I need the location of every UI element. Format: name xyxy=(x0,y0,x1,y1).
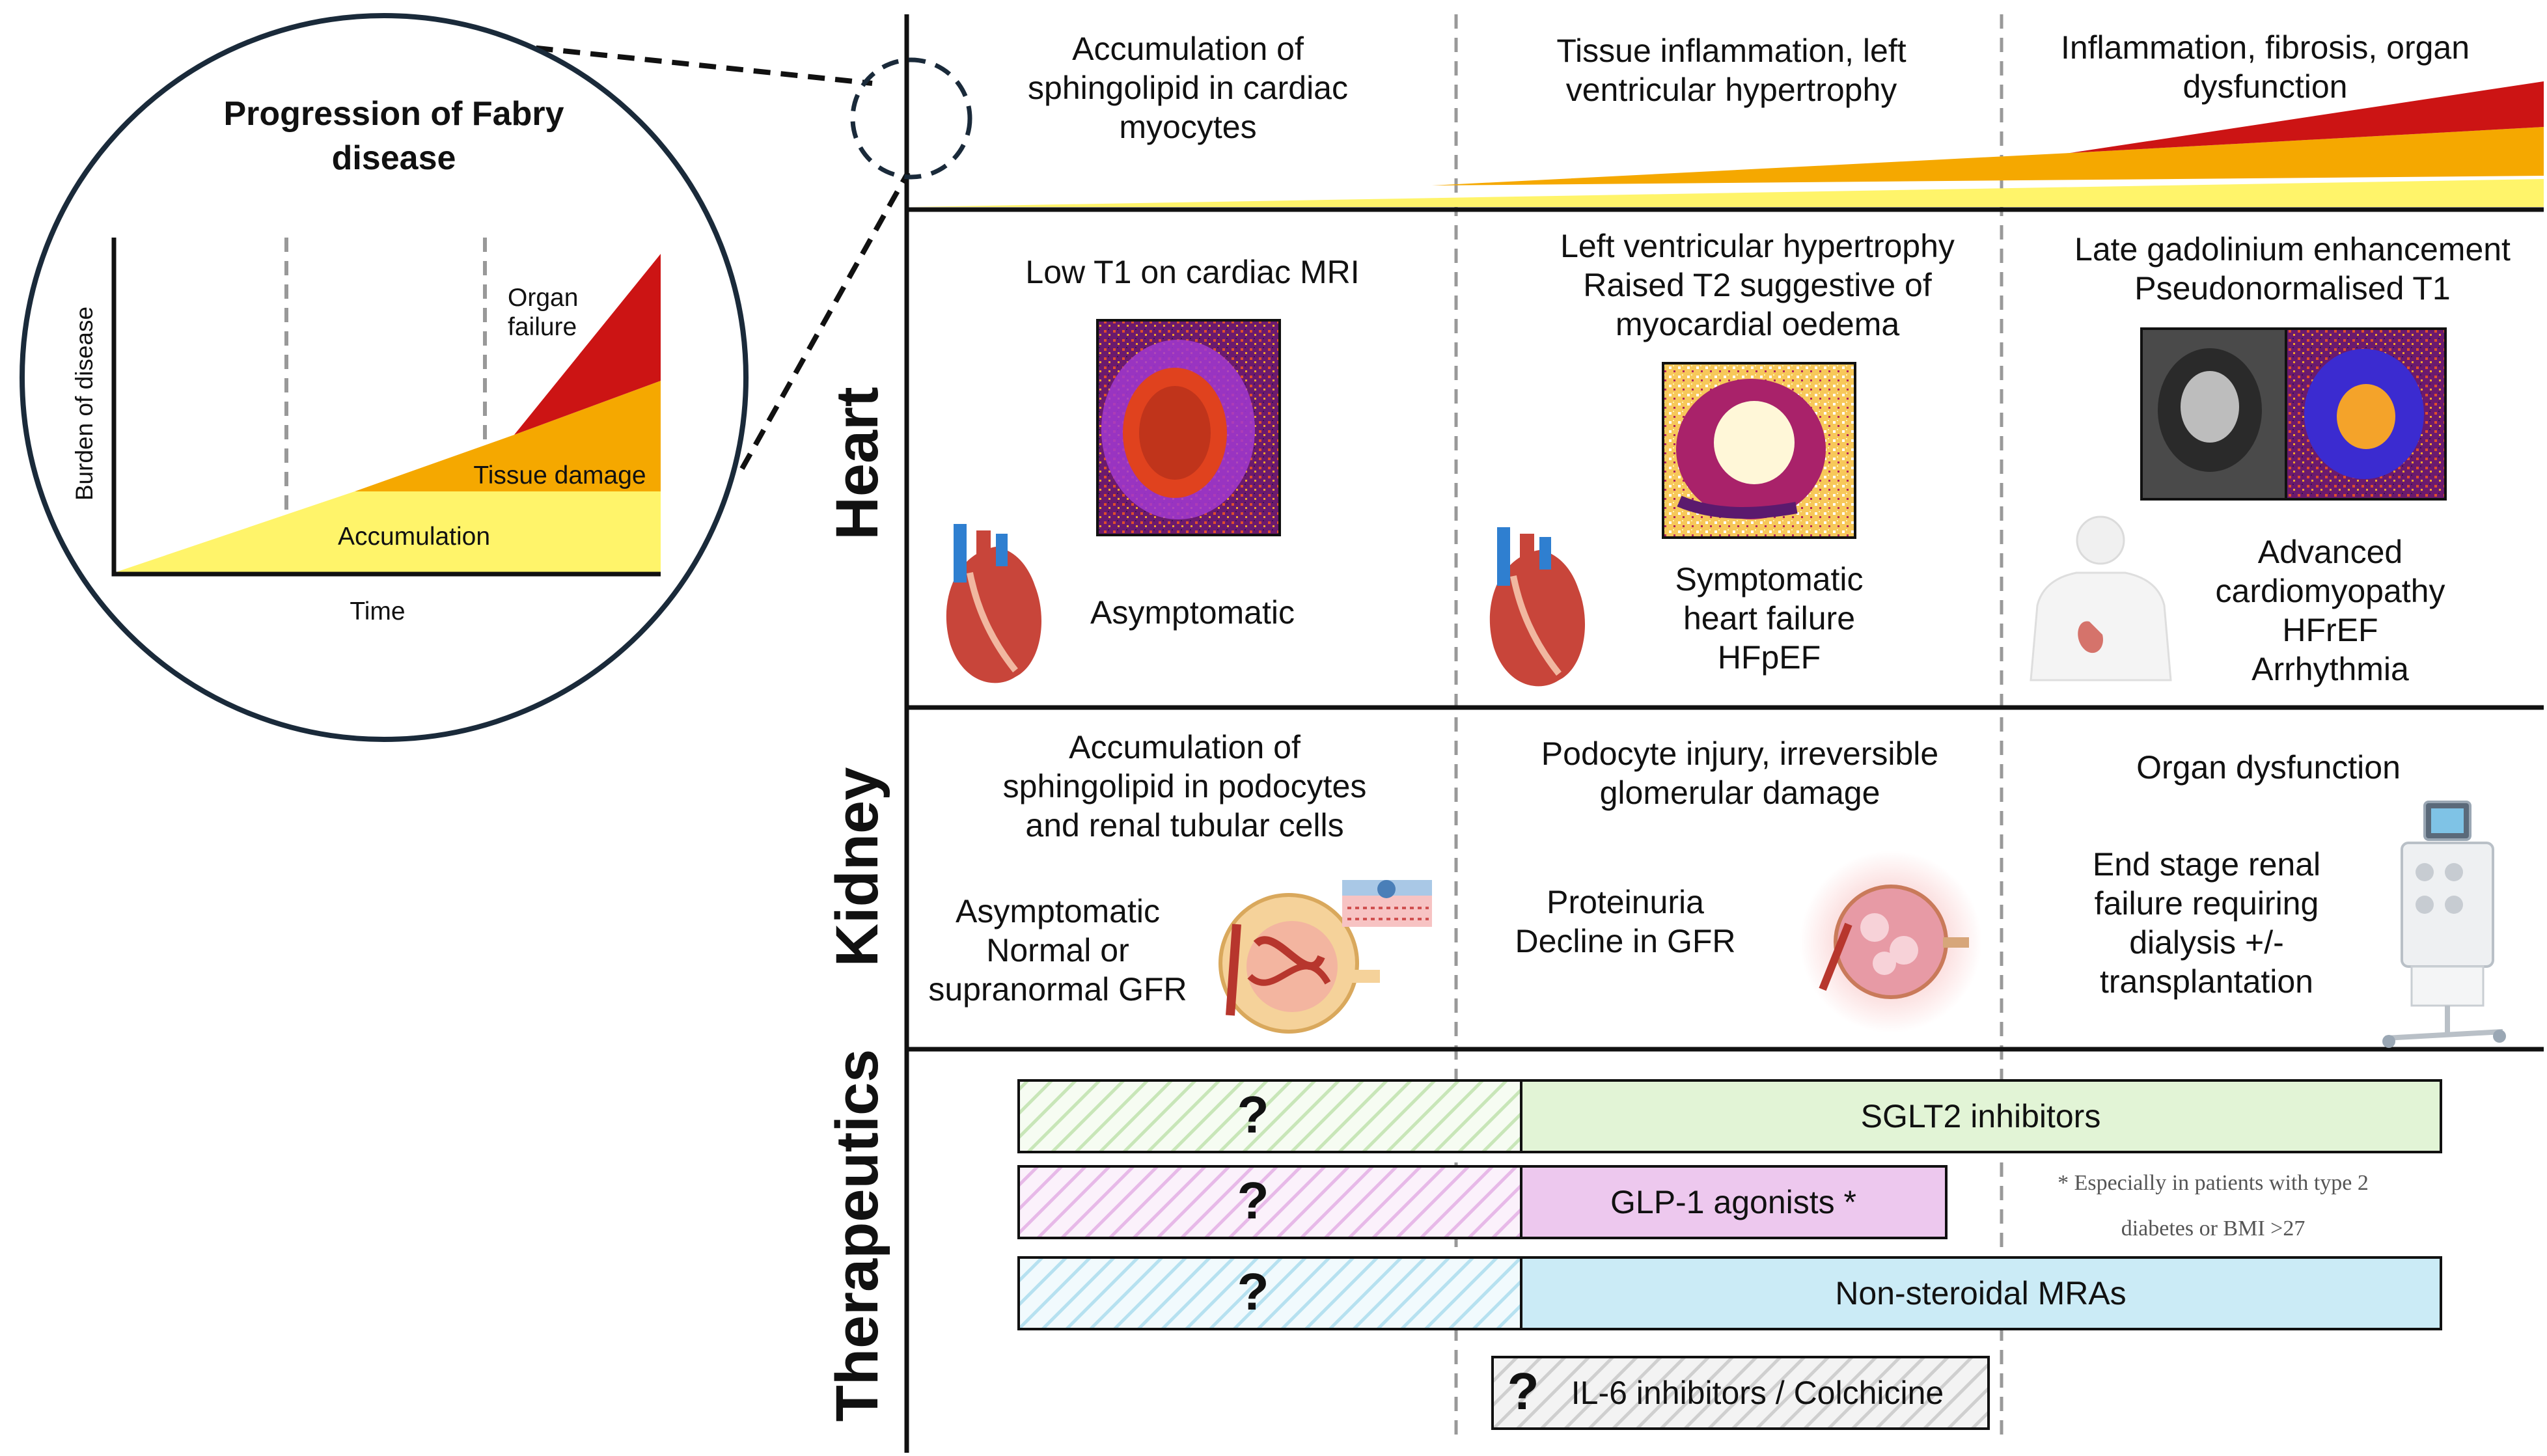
kidney-col1-title-2: sphingolipid in podocytes xyxy=(1003,768,1367,804)
grid-lines xyxy=(904,14,2544,1453)
heart-col2-status-1: Symptomatic xyxy=(1675,561,1864,598)
zoom-line-top xyxy=(481,40,873,86)
kidney-col3-status-3: dialysis +/- xyxy=(2129,924,2284,961)
therapy-bar-glp1: ? GLP-1 agonists * xyxy=(1017,1165,1948,1239)
row-label-kidney: Kidney xyxy=(824,767,890,967)
il6-question-mark: ? xyxy=(1508,1362,1539,1420)
inset-title-line1: Progression of Fabry xyxy=(224,95,564,133)
sglt2-known-segment xyxy=(1520,1079,2442,1153)
kidney-col1-title-3: and renal tubular cells xyxy=(1025,807,1343,844)
zoom-line-bottom xyxy=(739,171,911,470)
inset-label-accumulation: Accumulation xyxy=(338,523,490,551)
il6-segment xyxy=(1491,1356,1990,1430)
heart-col3-imaging-1: Late gadolinium enhancement xyxy=(2074,231,2511,268)
kidney-row: Accumulation of sphingolipid in podocyte… xyxy=(928,729,2506,1048)
stage2-line1: Tissue inflammation, left xyxy=(1556,33,1906,69)
heart-col3-status-2: cardiomyopathy xyxy=(2216,573,2445,609)
kidney-col3-title: Organ dysfunction xyxy=(2136,749,2401,786)
stage3-line1: Inflammation, fibrosis, organ xyxy=(2061,29,2470,66)
inset-band-organ-failure xyxy=(514,254,661,435)
mri-t1-low-image xyxy=(1096,319,1281,536)
heart-col3-status-4: Arrhythmia xyxy=(2251,651,2409,687)
inset-axes xyxy=(111,238,661,577)
heart-col2-status-3: HFpEF xyxy=(1718,639,1821,676)
wedge-accumulation xyxy=(911,179,2544,207)
glp1-known-segment xyxy=(1520,1165,1948,1239)
kidney-col2-status-2: Decline in GFR xyxy=(1515,923,1736,959)
inset-y-axis-label: Burden of disease xyxy=(71,307,98,501)
heart-row: Low T1 on cardiac MRI Asymptomatic Left … xyxy=(946,228,2511,687)
tubular-cells-icon xyxy=(1342,880,1432,927)
inset-title-line2: disease xyxy=(332,139,456,177)
kidney-col3-status-1: End stage renal xyxy=(2093,846,2320,883)
kidney-col2-title-2: glomerular damage xyxy=(1600,775,1880,811)
kidney-col2-status-1: Proteinuria xyxy=(1547,884,1704,920)
inset-label-organ-failure-2: failure xyxy=(508,313,577,341)
kidney-col1-title-1: Accumulation of xyxy=(1069,729,1301,765)
mri-t2-image xyxy=(1662,362,1856,539)
patient-body-icon xyxy=(2030,515,2172,681)
inset-magnifier: Progression of Fabry disease Burden of d… xyxy=(20,13,911,742)
sglt2-question-mark: ? xyxy=(1237,1086,1269,1144)
heart-anatomy-icon-2 xyxy=(1489,527,1585,687)
wedge-tissue-damage xyxy=(1432,127,2544,185)
heart-col1-status: Asymptomatic xyxy=(1090,594,1295,631)
inset-band-tissue-damage xyxy=(355,381,661,491)
therapy-bar-mra: ? Non-steroidal MRAs xyxy=(1017,1256,2442,1330)
kidney-col1-status-3: supranormal GFR xyxy=(928,971,1187,1008)
mra-label: Non-steroidal MRAs xyxy=(1835,1275,2126,1312)
mra-question-mark: ? xyxy=(1237,1263,1269,1321)
therapy-bar-il6: ? IL-6 inhibitors / Colchicine xyxy=(1491,1356,1990,1430)
kidney-col2-title-1: Podocyte injury, irreversible xyxy=(1541,735,1938,772)
mra-known-segment xyxy=(1520,1256,2442,1330)
heart-col2-status-2: heart failure xyxy=(1683,600,1855,637)
mra-unknown-segment xyxy=(1017,1256,1522,1330)
dialysis-machine-icon xyxy=(2382,801,2506,1048)
glp1-label: GLP-1 agonists * xyxy=(1610,1184,1856,1220)
stage1-line2: sphingolipid in cardiac xyxy=(1028,70,1348,106)
stage3-line2: dysfunction xyxy=(2183,68,2348,105)
therapeutics-row: ? SGLT2 inhibitors ? GLP-1 agonists * * … xyxy=(1017,1079,2442,1430)
kidney-col1-status-2: Normal or xyxy=(986,932,1129,968)
inset-label-tissue-damage: Tissue damage xyxy=(473,461,646,489)
glp1-unknown-segment xyxy=(1017,1165,1522,1239)
glp1-footnote-1: * Especially in patients with type 2 xyxy=(2058,1171,2369,1195)
zoom-target-circle xyxy=(850,57,972,180)
glp1-footnote-2: diabetes or BMI >27 xyxy=(2121,1216,2306,1241)
heart-col3-imaging-2: Pseudonormalised T1 xyxy=(2134,270,2450,307)
stage1-line3: myocytes xyxy=(1119,109,1256,145)
heart-col2-imaging-1: Left ventricular hypertrophy xyxy=(1560,228,1955,264)
heart-col3-status-1: Advanced xyxy=(2258,534,2402,570)
kidney-col3-status-4: transplantation xyxy=(2100,963,2313,1000)
heart-col3-status-3: HFrEF xyxy=(2282,612,2378,648)
row-label-heart: Heart xyxy=(824,387,890,540)
stage1-line1: Accumulation of xyxy=(1072,31,1304,67)
kidney-col1-status-1: Asymptomatic xyxy=(956,893,1160,929)
inset-label-organ-failure-1: Organ xyxy=(508,284,578,312)
therapy-bar-sglt2: ? SGLT2 inhibitors xyxy=(1017,1079,2442,1153)
heart-col2-imaging-2: Raised T2 suggestive of xyxy=(1583,267,1932,303)
inset-band-accumulation xyxy=(114,491,661,573)
stage-headers: Accumulation of sphingolipid in cardiac … xyxy=(1028,29,2470,145)
heart-col2-imaging-3: myocardial oedema xyxy=(1616,306,1900,342)
heart-col1-imaging: Low T1 on cardiac MRI xyxy=(1025,254,1359,290)
glomerulus-icon xyxy=(1218,893,1380,1034)
damaged-glomerulus-icon xyxy=(1800,851,1982,1033)
row-label-therapeutics: Therapeutics xyxy=(824,1049,890,1422)
stage2-line2: ventricular hypertrophy xyxy=(1566,72,1897,108)
il6-label: IL-6 inhibitors / Colchicine xyxy=(1571,1375,1944,1411)
progression-wedge xyxy=(850,57,2544,207)
sglt2-label: SGLT2 inhibitors xyxy=(1861,1098,2101,1134)
heart-anatomy-icon-1 xyxy=(946,524,1041,683)
wedge-organ-failure xyxy=(2070,81,2544,153)
inset-x-axis-label: Time xyxy=(350,598,405,625)
glp1-question-mark: ? xyxy=(1237,1172,1269,1229)
row-labels: Heart Kidney Therapeutics xyxy=(824,387,890,1422)
sglt2-unknown-segment xyxy=(1017,1079,1522,1153)
mri-lge-image xyxy=(2140,327,2447,501)
kidney-col3-status-2: failure requiring xyxy=(2095,885,2319,922)
